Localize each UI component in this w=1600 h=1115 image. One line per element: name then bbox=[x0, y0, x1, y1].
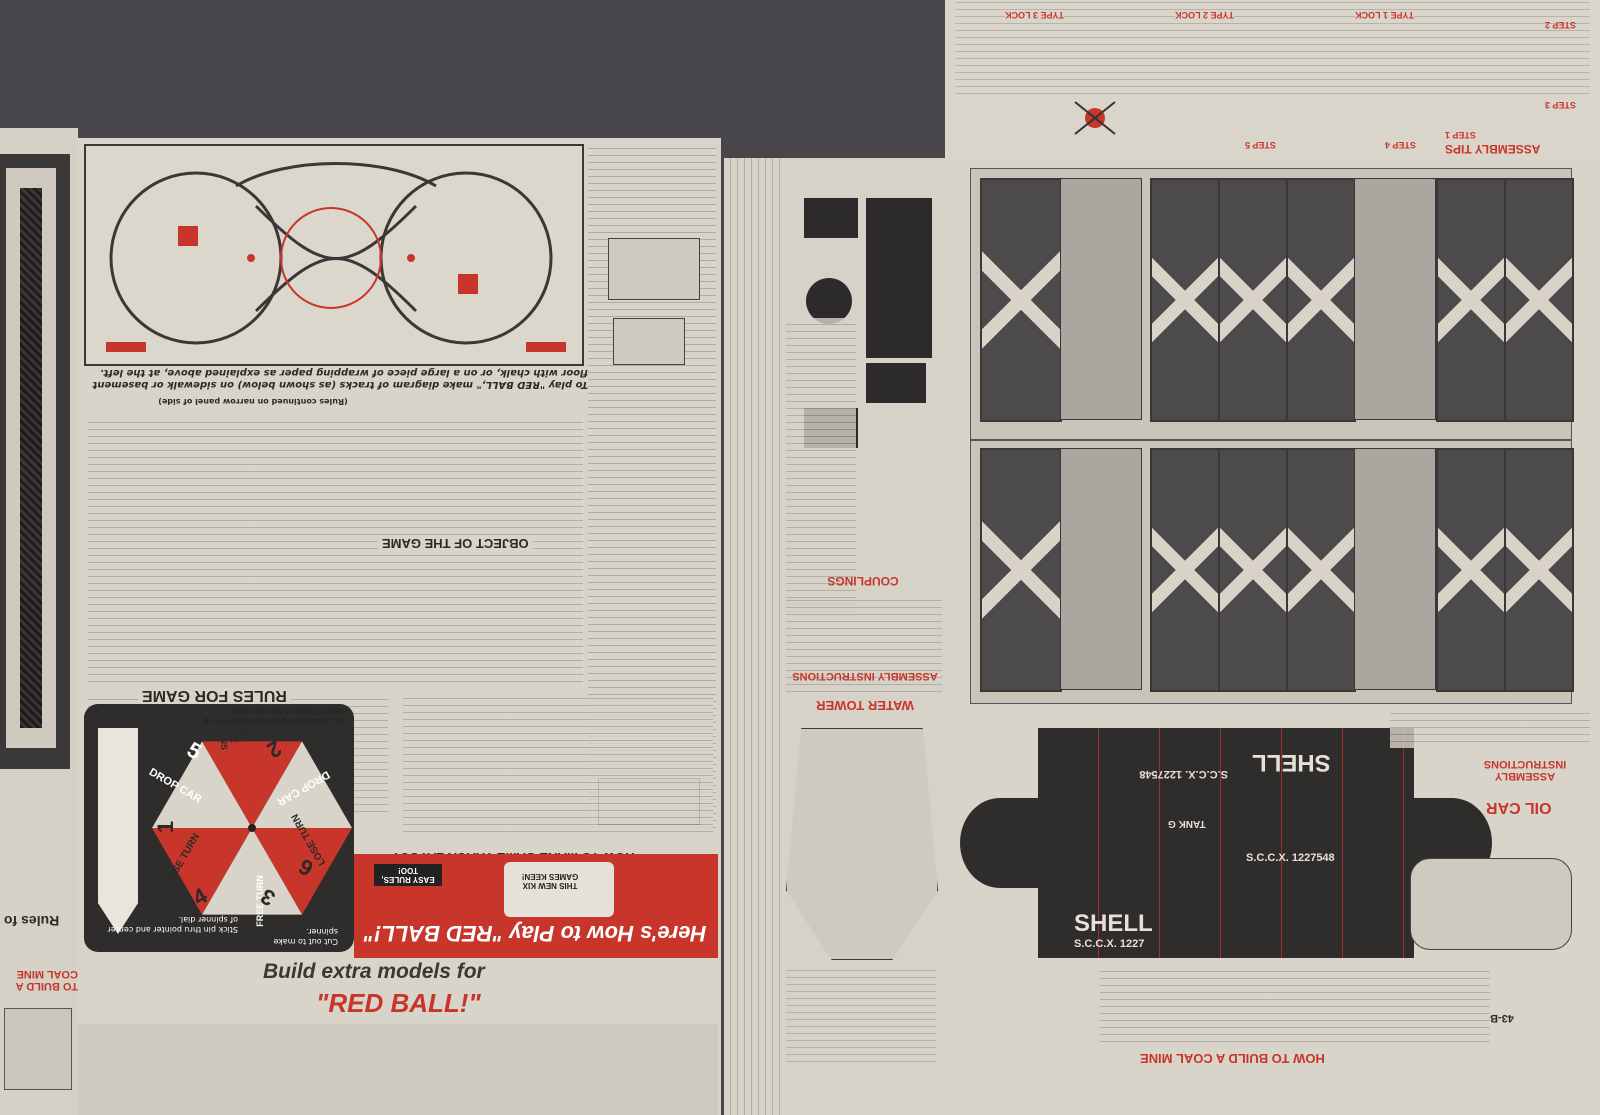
x-panel-10 bbox=[1286, 448, 1356, 692]
type3-lock: TYPE 3 LOCK bbox=[1005, 10, 1065, 20]
spinner-segment-1: 1 bbox=[153, 820, 179, 834]
oil-car-tank-label: TANK G bbox=[1168, 818, 1206, 829]
step-4: STEP 4 bbox=[1385, 140, 1416, 150]
x-panel-8 bbox=[1150, 448, 1220, 692]
oil-car-brand-bottom: SHELL bbox=[1074, 910, 1153, 937]
banner-easy: EASY RULES, TOO! bbox=[374, 864, 442, 886]
oil-car-panel: SHELL S.C.C.X. 1227548 TANK G S.C.C.X. 1… bbox=[950, 158, 1600, 1115]
left-strip-sketch bbox=[4, 1008, 72, 1090]
oil-car-brand-top: SHELL bbox=[1252, 749, 1331, 776]
object-heading: OBJECT OF THE GAME bbox=[378, 536, 533, 551]
oil-car-number-bottom: S.C.C.X. 1227548 bbox=[1246, 852, 1335, 864]
left-strip: Rules fo TO BUILD A COAL MINE bbox=[0, 128, 78, 1115]
build-line-2: "RED BALL!" bbox=[316, 988, 481, 1018]
x-panel-9 bbox=[1218, 448, 1288, 692]
rules-continued-note: (Rules continued on narrow panel of side… bbox=[158, 397, 348, 406]
type2-lock: TYPE 2 LOCK bbox=[1175, 10, 1235, 20]
oil-car-heading: OIL CAR bbox=[1486, 799, 1552, 816]
oil-car-sketch bbox=[1410, 858, 1572, 950]
assembly-tips-panel: TYPE 3 LOCK TYPE 2 LOCK TYPE 1 LOCK STEP… bbox=[945, 0, 1600, 158]
track-diagram-svg bbox=[106, 162, 566, 352]
coal-mine-text-strip bbox=[724, 158, 782, 1115]
water-tower-cutout bbox=[786, 728, 938, 960]
coal-mine-heading: HOW TO BUILD A COAL MINE bbox=[1140, 1051, 1325, 1066]
track-diagram bbox=[84, 144, 584, 366]
type1-lock: TYPE 1 LOCK bbox=[1355, 10, 1415, 20]
track-text-block bbox=[403, 698, 713, 838]
body-text-block bbox=[88, 418, 583, 688]
banner-tagline: THIS NEW KIX GAMES KEEN! bbox=[521, 872, 579, 890]
couplings-heading: COUPLINGS bbox=[827, 574, 899, 588]
sketch-1 bbox=[608, 238, 700, 300]
red-banner: Here's How to Play "RED BALL!" THIS NEW … bbox=[354, 854, 718, 958]
plain-panel-e-upper bbox=[1354, 178, 1436, 420]
step-2: STEP 2 bbox=[1545, 20, 1576, 30]
banner-illustration bbox=[504, 862, 614, 917]
banner-title: Here's How to Play "RED BALL!" bbox=[363, 921, 707, 946]
water-tower-bottom-text bbox=[786, 968, 936, 1068]
step-3: STEP 3 bbox=[1545, 100, 1576, 110]
sketch-2 bbox=[613, 318, 685, 365]
coupling-g-bottom bbox=[866, 363, 926, 403]
tips-sketch-red bbox=[1065, 96, 1125, 140]
x-panel-5 bbox=[1436, 178, 1506, 422]
water-tower-text bbox=[786, 598, 942, 698]
oil-car-instructions-text bbox=[1390, 708, 1590, 748]
plain-panel-e-lower bbox=[1354, 448, 1436, 690]
left-strip-rules-fragment: Rules fo bbox=[4, 913, 60, 929]
water-tower-panel: COUPLINGS ASSEMBLY INSTRUCTIONS WATER TO… bbox=[724, 158, 950, 1115]
step-5: STEP 5 bbox=[1245, 140, 1276, 150]
left-strip-hatching bbox=[20, 188, 42, 728]
build-line-1: Build extra models for bbox=[263, 960, 485, 983]
oil-car-end-left bbox=[960, 798, 1040, 888]
rules-heading: RULES FOR GAME bbox=[138, 686, 291, 704]
x-panel-7 bbox=[980, 448, 1062, 692]
spinner-pointer bbox=[98, 728, 138, 934]
x-panel-6 bbox=[1504, 178, 1574, 422]
x-panel-3 bbox=[1218, 178, 1288, 422]
water-tower-heading: WATER TOWER bbox=[816, 698, 914, 713]
coupling-h bbox=[806, 278, 852, 324]
coupling-g-top bbox=[866, 198, 932, 358]
coal-mine-text bbox=[1100, 968, 1490, 1048]
oil-car-sub: ASSEMBLY INSTRUCTIONS bbox=[1483, 758, 1567, 782]
spinner-notch-note: Cut notches on pointer and bend up sides… bbox=[203, 707, 348, 726]
plain-panel-d-upper bbox=[1060, 178, 1142, 420]
spinner-cut-note: Cut out to make spinner. bbox=[273, 927, 338, 946]
track-diagram-caption: To play "RED BALL," make diagram of trac… bbox=[92, 367, 588, 390]
x-panel-1 bbox=[980, 178, 1062, 422]
step-1: STEP 1 bbox=[1445, 130, 1476, 140]
oil-car-body: SHELL S.C.C.X. 1227548 TANK G S.C.C.X. 1… bbox=[1038, 728, 1414, 958]
page-smudge bbox=[78, 1024, 718, 1115]
spinner-card: 6 DROP CAR 2 TWO FREE TURNS 5 DROP CAR 1… bbox=[84, 704, 354, 952]
game-page: To play "RED BALL," make diagram of trac… bbox=[78, 138, 721, 1115]
coupling-e-top bbox=[804, 198, 858, 238]
assembly-tips-heading: ASSEMBLY TIPS bbox=[1445, 142, 1541, 156]
oil-car-number-top: S.C.C.X. 1227548 bbox=[1139, 768, 1228, 780]
x-panel-12 bbox=[1504, 448, 1574, 692]
x-panel-11 bbox=[1436, 448, 1506, 692]
x-panel-2 bbox=[1150, 178, 1220, 422]
coal-mine-code: 43-B bbox=[1490, 1012, 1514, 1024]
spinner-dial bbox=[152, 741, 352, 915]
spinner-pointer-note: Stick pin thru pointer and center of spi… bbox=[107, 915, 238, 934]
oil-car-reporting-mark: S.C.C.X. 1227 bbox=[1074, 938, 1145, 950]
plain-panel-d-lower bbox=[1060, 448, 1142, 690]
left-strip-coal-mine-heading: TO BUILD A COAL MINE bbox=[16, 968, 78, 992]
x-panel-4 bbox=[1286, 178, 1356, 422]
water-tower-sub: ASSEMBLY INSTRUCTIONS bbox=[792, 670, 938, 682]
oil-car-red-lines bbox=[1038, 728, 1414, 958]
couplings-text bbox=[786, 318, 856, 618]
